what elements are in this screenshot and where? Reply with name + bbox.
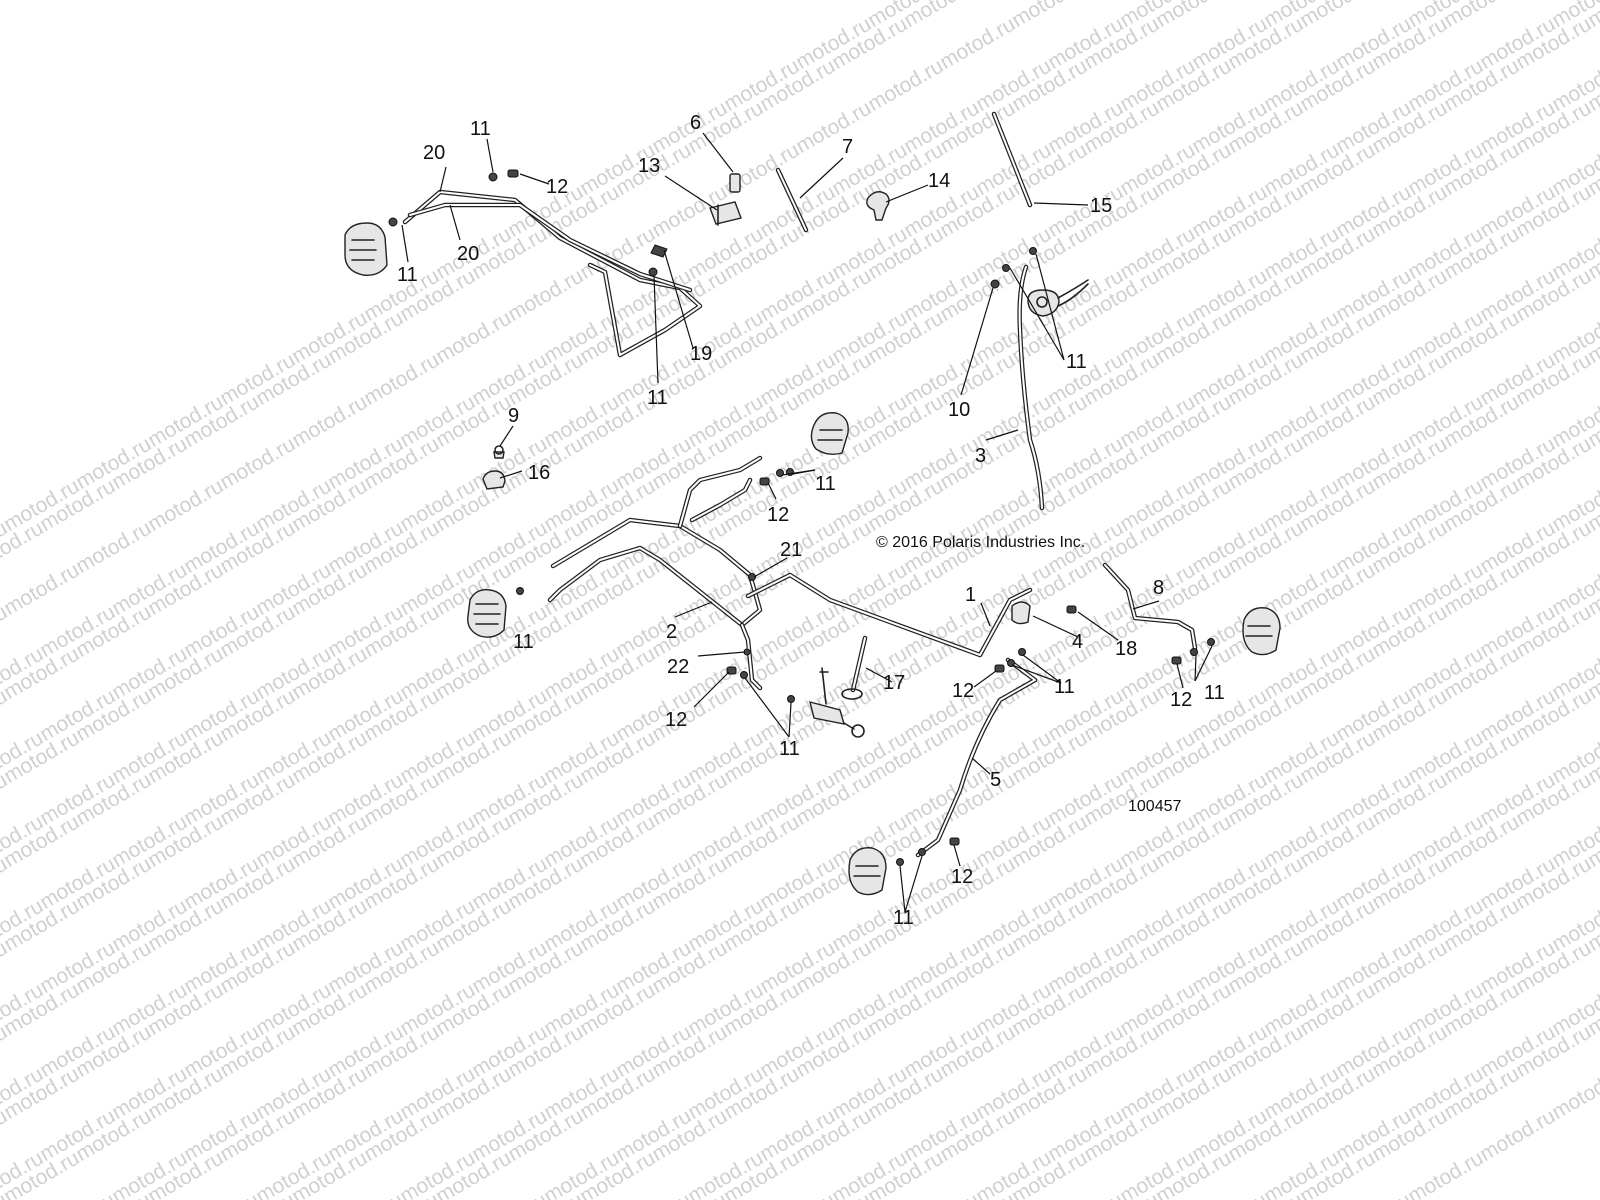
bolt-9 xyxy=(493,445,505,459)
tube-15 xyxy=(991,111,1033,208)
brake-line-20 xyxy=(402,189,703,358)
callout-c8: 8 xyxy=(1153,577,1164,599)
callout-c16: 16 xyxy=(528,462,550,484)
fitting-11-mid xyxy=(648,267,658,277)
callout-labels: 20 11 12 20 11 6 13 7 14 15 19 11 9 16 1… xyxy=(397,112,1225,929)
brake-line-1 xyxy=(745,572,1033,658)
callout-c11i: 11 xyxy=(779,738,800,760)
figure-number: 100457 xyxy=(1128,798,1181,815)
fitting-12-top xyxy=(507,169,519,178)
callout-c11a: 11 xyxy=(470,118,491,140)
bracket-4 xyxy=(1011,601,1031,625)
master-cylinder xyxy=(1027,279,1089,317)
callout-c12b: 12 xyxy=(767,504,789,526)
clip-16 xyxy=(482,470,506,490)
fittings-11-right xyxy=(1002,247,1037,272)
callout-c12d: 12 xyxy=(1170,689,1192,711)
fitting-12-center xyxy=(759,477,770,486)
callout-c12a: 12 xyxy=(546,176,568,198)
callout-c18: 18 xyxy=(1115,638,1137,660)
callout-c11e: 11 xyxy=(815,473,836,495)
brake-line-8 xyxy=(1102,562,1198,651)
fittings-5-top xyxy=(994,648,1026,673)
valve-assembly xyxy=(809,667,865,738)
callout-c4: 4 xyxy=(1072,631,1083,653)
copyright-notice: © 2016 Polaris Industries Inc. xyxy=(876,534,1085,551)
callout-c17: 17 xyxy=(883,672,905,694)
fitting-19-clip xyxy=(650,244,668,258)
callout-c5: 5 xyxy=(990,769,1001,791)
brake-line-3 xyxy=(1017,264,1045,511)
brake-line-5 xyxy=(915,657,1038,858)
callout-c21: 21 xyxy=(780,539,802,561)
callout-c11c: 11 xyxy=(647,387,668,409)
callout-c1: 1 xyxy=(965,584,976,606)
callout-c11h: 11 xyxy=(1204,682,1225,704)
callout-c20a: 20 xyxy=(423,142,445,164)
callout-c19: 19 xyxy=(690,343,712,365)
callout-c9: 9 xyxy=(508,405,519,427)
callout-c14: 14 xyxy=(928,170,950,192)
bracket-13 xyxy=(709,201,742,226)
callout-c12f: 12 xyxy=(951,866,973,888)
caliper-right xyxy=(1242,607,1281,656)
caliper-left xyxy=(467,589,507,638)
callout-c6: 6 xyxy=(690,112,701,134)
fitting-21 xyxy=(748,573,756,581)
callout-c11f: 11 xyxy=(513,631,534,653)
caliper-upper-left xyxy=(344,217,398,276)
clip-14 xyxy=(866,191,890,221)
callout-c11j: 11 xyxy=(893,907,914,929)
fittings-11-lower-left xyxy=(740,671,795,703)
callout-c22: 22 xyxy=(667,656,689,678)
callout-c11g: 11 xyxy=(1054,676,1075,698)
callout-c3: 3 xyxy=(975,445,986,467)
callout-c11d: 11 xyxy=(1066,351,1087,373)
callout-c13: 13 xyxy=(638,155,660,177)
callout-c20b: 20 xyxy=(457,243,479,265)
fitting-10 xyxy=(990,279,1000,289)
callout-c11b: 11 xyxy=(397,264,418,286)
bolt-6 xyxy=(729,173,741,193)
callout-c10: 10 xyxy=(948,399,970,421)
callout-c7: 7 xyxy=(842,136,853,158)
callout-c2: 2 xyxy=(666,621,677,643)
callout-c12c: 12 xyxy=(952,680,974,702)
fitting-18 xyxy=(1066,605,1077,614)
leader-lines xyxy=(401,132,1213,913)
fittings-lower xyxy=(896,837,960,866)
caliper-center xyxy=(810,412,849,456)
hose-7 xyxy=(775,167,809,233)
callout-c12e: 12 xyxy=(665,709,687,731)
callout-c15: 15 xyxy=(1090,195,1112,217)
hose-17 xyxy=(841,635,868,700)
fittings-right-lower xyxy=(1171,638,1215,665)
fitting-11-top xyxy=(488,172,498,182)
brake-line-2 xyxy=(547,455,763,691)
caliper-lower xyxy=(848,847,887,896)
